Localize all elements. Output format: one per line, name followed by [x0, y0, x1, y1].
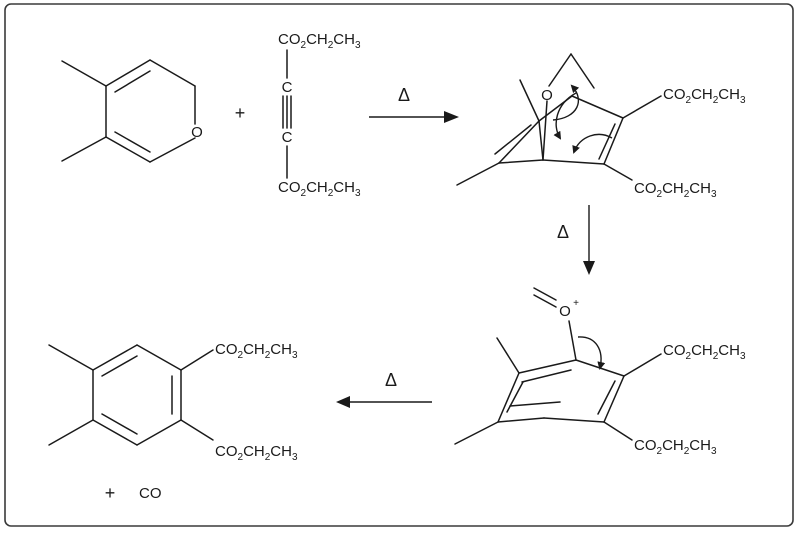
dimethylphthalate-product [48, 341, 298, 463]
heat-symbol: Δ [557, 222, 569, 242]
heat-arrow-2: Δ [557, 205, 595, 275]
heat-symbol: Δ [385, 370, 397, 390]
heat-symbol: Δ [398, 85, 410, 105]
curved-arrow [572, 133, 613, 154]
dimethyl-pyran: O [61, 59, 203, 163]
bicyclic-adduct: O [456, 53, 746, 200]
oxygen-atom: O [191, 124, 203, 141]
curved-arrow [552, 84, 580, 121]
alkyne-carbon-bottom: C [282, 129, 293, 146]
curved-arrow [577, 336, 606, 370]
carbon-monoxide-byproduct: + CO [105, 483, 162, 503]
curved-arrow [553, 92, 577, 140]
bridge-oxygen: O [541, 87, 553, 104]
positive-charge: + [573, 298, 579, 309]
alkyne-carbon-top: C [282, 79, 293, 96]
heat-arrow-3: Δ [336, 370, 432, 408]
plus-sign: + [105, 483, 116, 503]
heat-arrow-1: Δ [369, 85, 459, 123]
oxonium-intermediate: O + [454, 287, 746, 457]
co-label: CO [139, 485, 162, 502]
plus-sign: + [235, 103, 246, 123]
oxonium-oxygen: O [559, 303, 571, 320]
diethyl-acetylenedicarboxylate: C C [278, 31, 361, 199]
